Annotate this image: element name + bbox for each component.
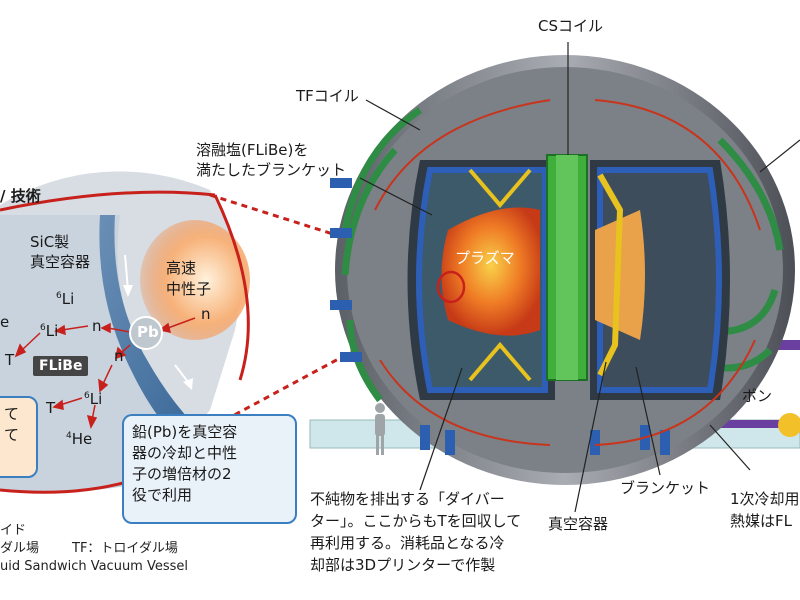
pb-callout: 鉛(Pb)を真空容 器の冷却と中性 子の増倍材の2 役で利用 — [122, 414, 297, 524]
plasma-label: プラズマ — [455, 249, 515, 267]
neutron-pb: n — [114, 347, 124, 365]
li6-mid: 6Li — [40, 322, 59, 340]
pb-label: Pb — [137, 323, 159, 341]
neutron-fast: n — [201, 305, 211, 323]
pump-label: ポン — [742, 387, 773, 405]
legend-line2b: TF：トロイダル場 — [72, 541, 178, 556]
pb-atom — [129, 316, 163, 350]
zoom-circle — [0, 171, 250, 494]
legend-line2: ダル場 — [0, 541, 40, 556]
tritium-mid: T — [5, 351, 15, 369]
flibe-badge: FLiBe — [33, 356, 89, 376]
particle-e: e — [0, 313, 10, 331]
li6-bot: 6Li — [84, 390, 103, 408]
left-panel-header: / 技術 — [0, 187, 41, 205]
vacuum-vessel-label: 真空容器 — [548, 515, 609, 533]
pump — [778, 413, 800, 437]
blanket-flibe-label: 溶融塩(FLiBe)を 満たしたブランケット — [196, 141, 347, 179]
leader-lines — [359, 42, 800, 513]
cs-coil-label: CSコイル — [538, 17, 603, 35]
reaction-arrows — [14, 317, 196, 429]
sic-wall-label: SiC製 真空容器 — [30, 233, 91, 271]
fusion-reactor — [309, 42, 800, 513]
tritium-bot: T — [46, 399, 56, 417]
blanket-label: ブランケット — [620, 479, 711, 497]
li6-top: 6Li — [56, 290, 75, 308]
zoom-marker — [436, 270, 466, 304]
fast-neutron-label: 高速 中性子 — [166, 259, 212, 298]
left-callout: て て — [0, 396, 38, 478]
legend-line3: uid Sandwich Vacuum Vessel — [0, 559, 189, 574]
fast-neutron-glow — [140, 220, 250, 340]
person-silhouette — [375, 403, 385, 455]
plasma-region — [441, 207, 540, 336]
primary-coolant-label: 1次冷却用 熱媒はFL — [730, 490, 800, 530]
legend-line1: イド — [0, 523, 27, 538]
tf-coil-label: TFコイル — [296, 87, 359, 105]
helium4: 4He — [66, 430, 93, 448]
divertor-label: 不純物を排出する「ダイバー ター」。ここからもTを回収して 再利用する。消耗品と… — [310, 490, 522, 574]
neutron-mid: n — [92, 317, 102, 335]
